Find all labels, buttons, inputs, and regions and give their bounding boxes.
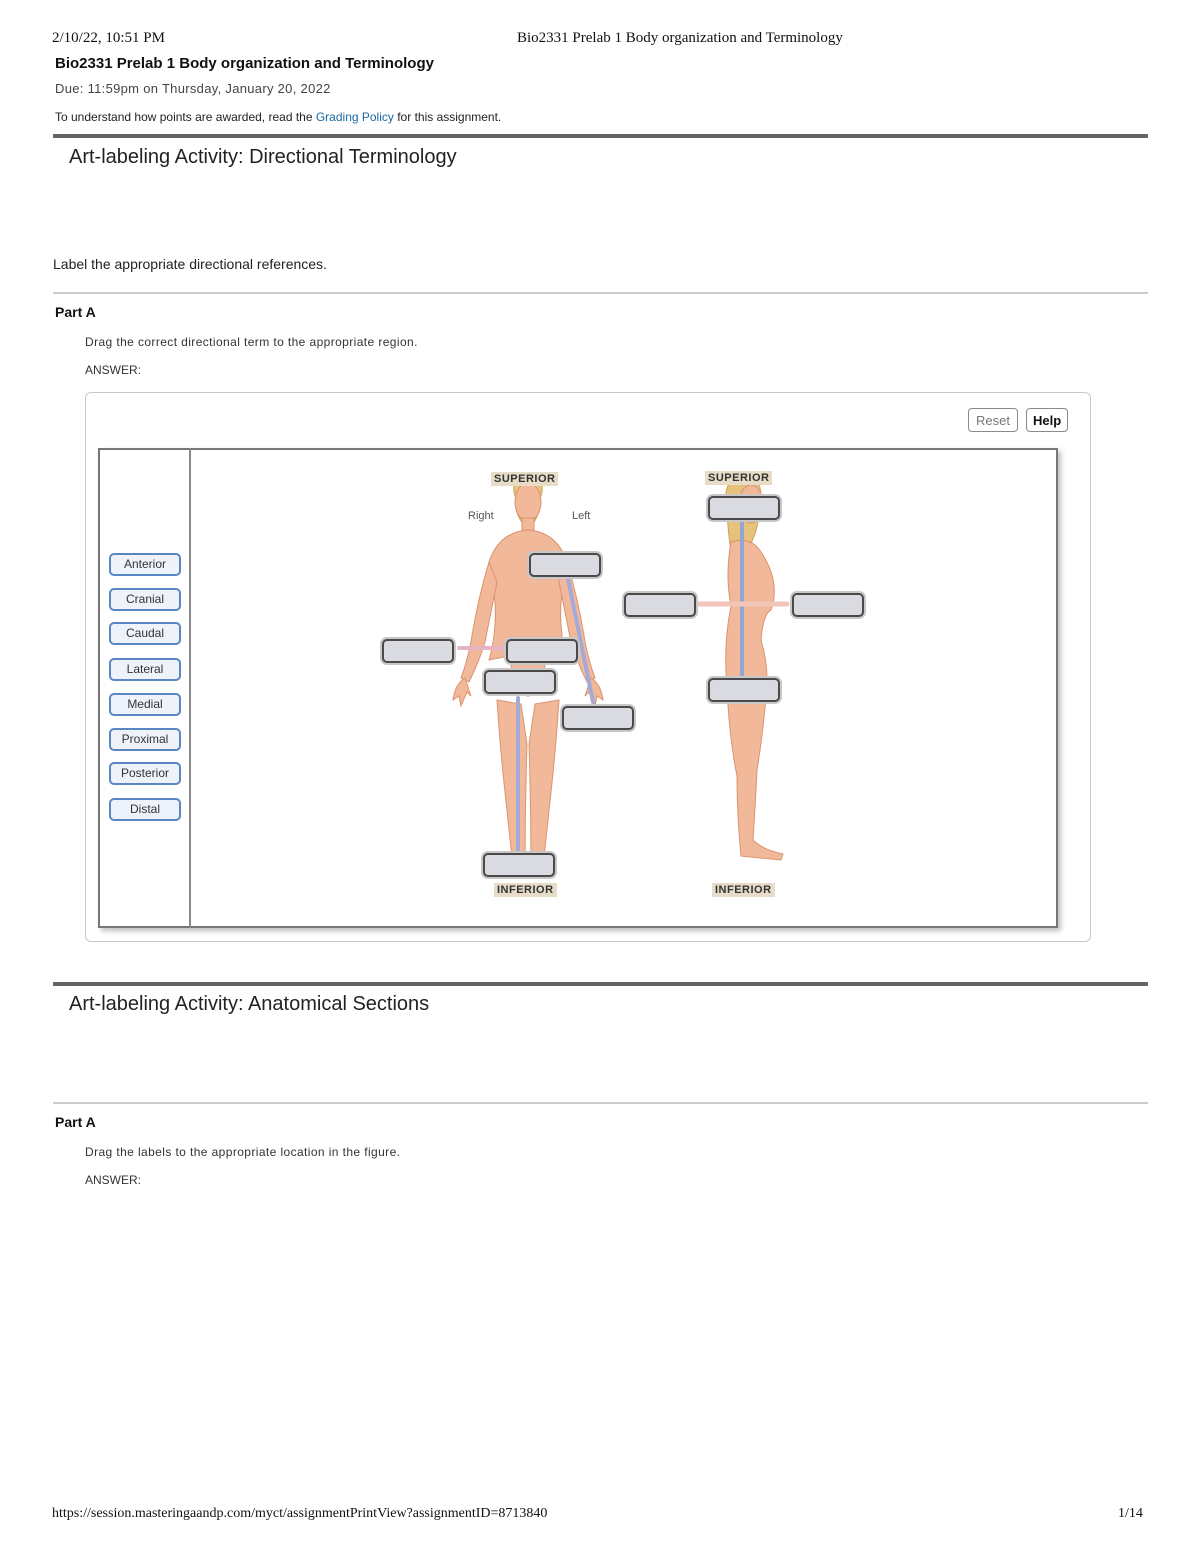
activity-instruction: Label the appropriate directional refere… [53, 256, 327, 272]
answer-label-2: ANSWER: [85, 1173, 142, 1187]
grading-policy-link[interactable]: Grading Policy [315, 110, 394, 124]
right-side-label: Right [468, 510, 494, 522]
lateral-body-figure [725, 473, 784, 861]
drop-target-6[interactable] [483, 853, 555, 877]
inferior-tag-side: INFERIOR [712, 883, 775, 897]
label-distal[interactable]: Distal [109, 798, 181, 821]
label-proximal[interactable]: Proximal [109, 728, 181, 751]
label-lateral[interactable]: Lateral [109, 658, 181, 681]
part-a-label-2: Part A [55, 1114, 96, 1130]
part-a-label: Part A [55, 304, 96, 320]
help-button[interactable]: Help [1026, 408, 1068, 432]
print-datetime: 2/10/22, 10:51 PM [52, 30, 165, 46]
direction-arrows [457, 518, 790, 856]
drop-target-10[interactable] [708, 678, 780, 702]
label-medial[interactable]: Medial [109, 693, 181, 716]
label-anterior[interactable]: Anterior [109, 553, 181, 576]
grading-note: To understand how points are awarded, re… [55, 110, 501, 124]
print-page-title: Bio2331 Prelab 1 Body organization and T… [517, 30, 843, 46]
part-a-instruction-2: Drag the labels to the appropriate locat… [85, 1145, 401, 1159]
body-figures-illustration [452, 473, 790, 875]
superior-tag-side: SUPERIOR [705, 471, 773, 485]
label-posterior[interactable]: Posterior [109, 762, 181, 785]
drop-target-1[interactable] [529, 553, 601, 577]
section-divider [53, 134, 1148, 138]
due-date: Due: 11:59pm on Thursday, January 20, 20… [55, 81, 331, 96]
part-divider-2 [53, 1102, 1148, 1104]
drop-target-3[interactable] [506, 639, 578, 663]
drop-target-4[interactable] [484, 670, 556, 694]
part-divider [53, 292, 1148, 294]
answer-label: ANSWER: [85, 363, 142, 377]
part-a-instruction: Drag the correct directional term to the… [85, 335, 418, 349]
superior-tag-front: SUPERIOR [491, 472, 559, 486]
drop-target-7[interactable] [708, 496, 780, 520]
grading-prefix: To understand how points are awarded, re… [55, 110, 316, 124]
drop-target-5[interactable] [562, 706, 634, 730]
section-divider-2 [53, 982, 1148, 986]
reset-button[interactable]: Reset [968, 408, 1018, 432]
drop-target-2[interactable] [382, 639, 454, 663]
label-caudal[interactable]: Caudal [109, 622, 181, 645]
drop-target-8[interactable] [624, 593, 696, 617]
assignment-title: Bio2331 Prelab 1 Body organization and T… [55, 55, 434, 72]
grading-suffix: for this assignment. [393, 110, 502, 124]
label-cranial[interactable]: Cranial [109, 588, 181, 611]
left-side-label: Left [572, 510, 591, 522]
drop-target-9[interactable] [792, 593, 864, 617]
print-url: https://session.masteringaandp.com/myct/… [52, 1506, 548, 1521]
print-page-number: 1/14 [1118, 1506, 1143, 1521]
activity-title-sections: Art-labeling Activity: Anatomical Sectio… [69, 993, 430, 1015]
label-tray-divider [189, 448, 191, 928]
activity-title-directional: Art-labeling Activity: Directional Termi… [69, 146, 457, 168]
inferior-tag-front: INFERIOR [494, 883, 557, 897]
labeling-figure-frame [98, 448, 1058, 928]
